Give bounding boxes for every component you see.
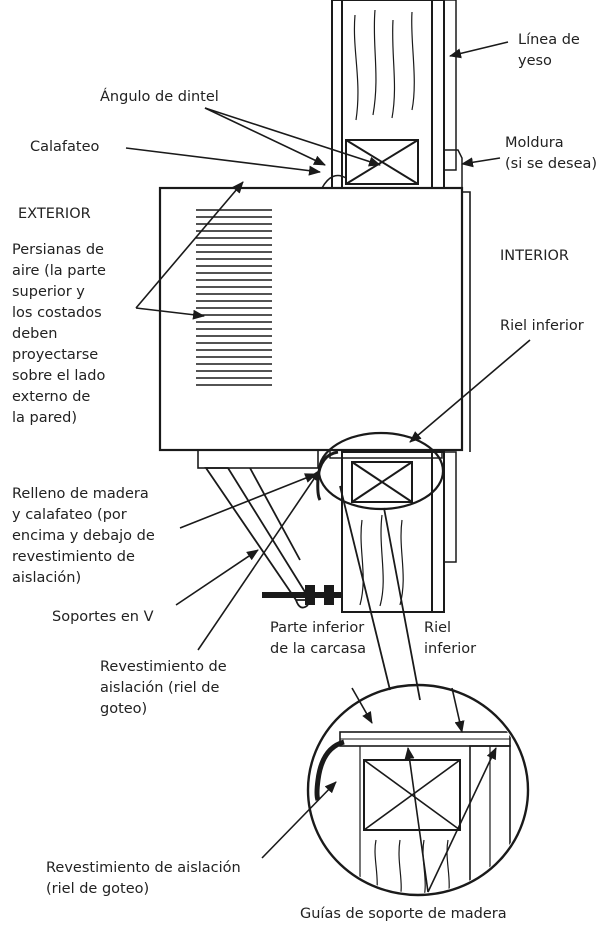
label-revestimiento-2: Revestimiento de aislación (riel de gote…	[46, 860, 241, 897]
lower-wall	[329, 449, 457, 613]
arrow-soportes	[175, 549, 259, 606]
label-exterior: EXTERIOR	[18, 206, 91, 222]
arrow-angulo-dintel	[204, 107, 381, 167]
label-soportes-v: Soportes en V	[52, 609, 154, 625]
arrow-linea-yeso	[449, 41, 509, 59]
arrow-angulo-dintel-2	[204, 107, 326, 166]
v-supports	[197, 449, 342, 609]
label-interior: INTERIOR	[500, 248, 569, 264]
arrow-riel-inferior-2	[451, 687, 465, 733]
label-moldura: Moldura (si se desea)	[505, 135, 598, 172]
label-angulo-dintel: Ángulo de dintel	[100, 89, 219, 105]
arrow-guias-2	[427, 747, 497, 893]
lintel-angle	[321, 139, 419, 189]
label-persianas: Persianas de aire (la parte superior y l…	[12, 242, 106, 426]
label-relleno: Relleno de madera y calafateo (por encim…	[12, 486, 155, 586]
air-louvers	[196, 209, 272, 386]
label-riel-inferior-2: Riel inferior	[424, 620, 477, 657]
arrow-moldura	[461, 157, 501, 168]
label-revestimiento-1: Revestimiento de aislación (riel de gote…	[100, 659, 227, 717]
label-riel-inferior: Riel inferior	[500, 318, 584, 334]
label-parte-inferior: Parte inferior de la carcasa	[270, 620, 367, 657]
arrow-revestimiento-1	[197, 469, 321, 651]
arrow-persianas-2	[135, 307, 205, 320]
arrow-calafateo	[125, 147, 321, 176]
label-linea-yeso: Línea de yeso	[518, 32, 580, 69]
label-calafateo: Calafateo	[30, 139, 100, 155]
zoom-detail	[314, 731, 511, 893]
detail-circle	[317, 431, 445, 511]
zoom-circle	[306, 683, 530, 897]
arrow-relleno	[179, 473, 317, 529]
label-guias: Guías de soporte de madera	[300, 906, 507, 922]
arrow-revestimiento-2	[261, 781, 337, 859]
arrow-parte-inferior	[351, 687, 373, 724]
upper-wall	[331, 0, 463, 189]
arrow-guias-1	[404, 747, 429, 893]
arrow-persianas-1	[135, 181, 244, 309]
ac-unit	[158, 186, 471, 452]
arrow-riel-inferior	[409, 339, 531, 443]
